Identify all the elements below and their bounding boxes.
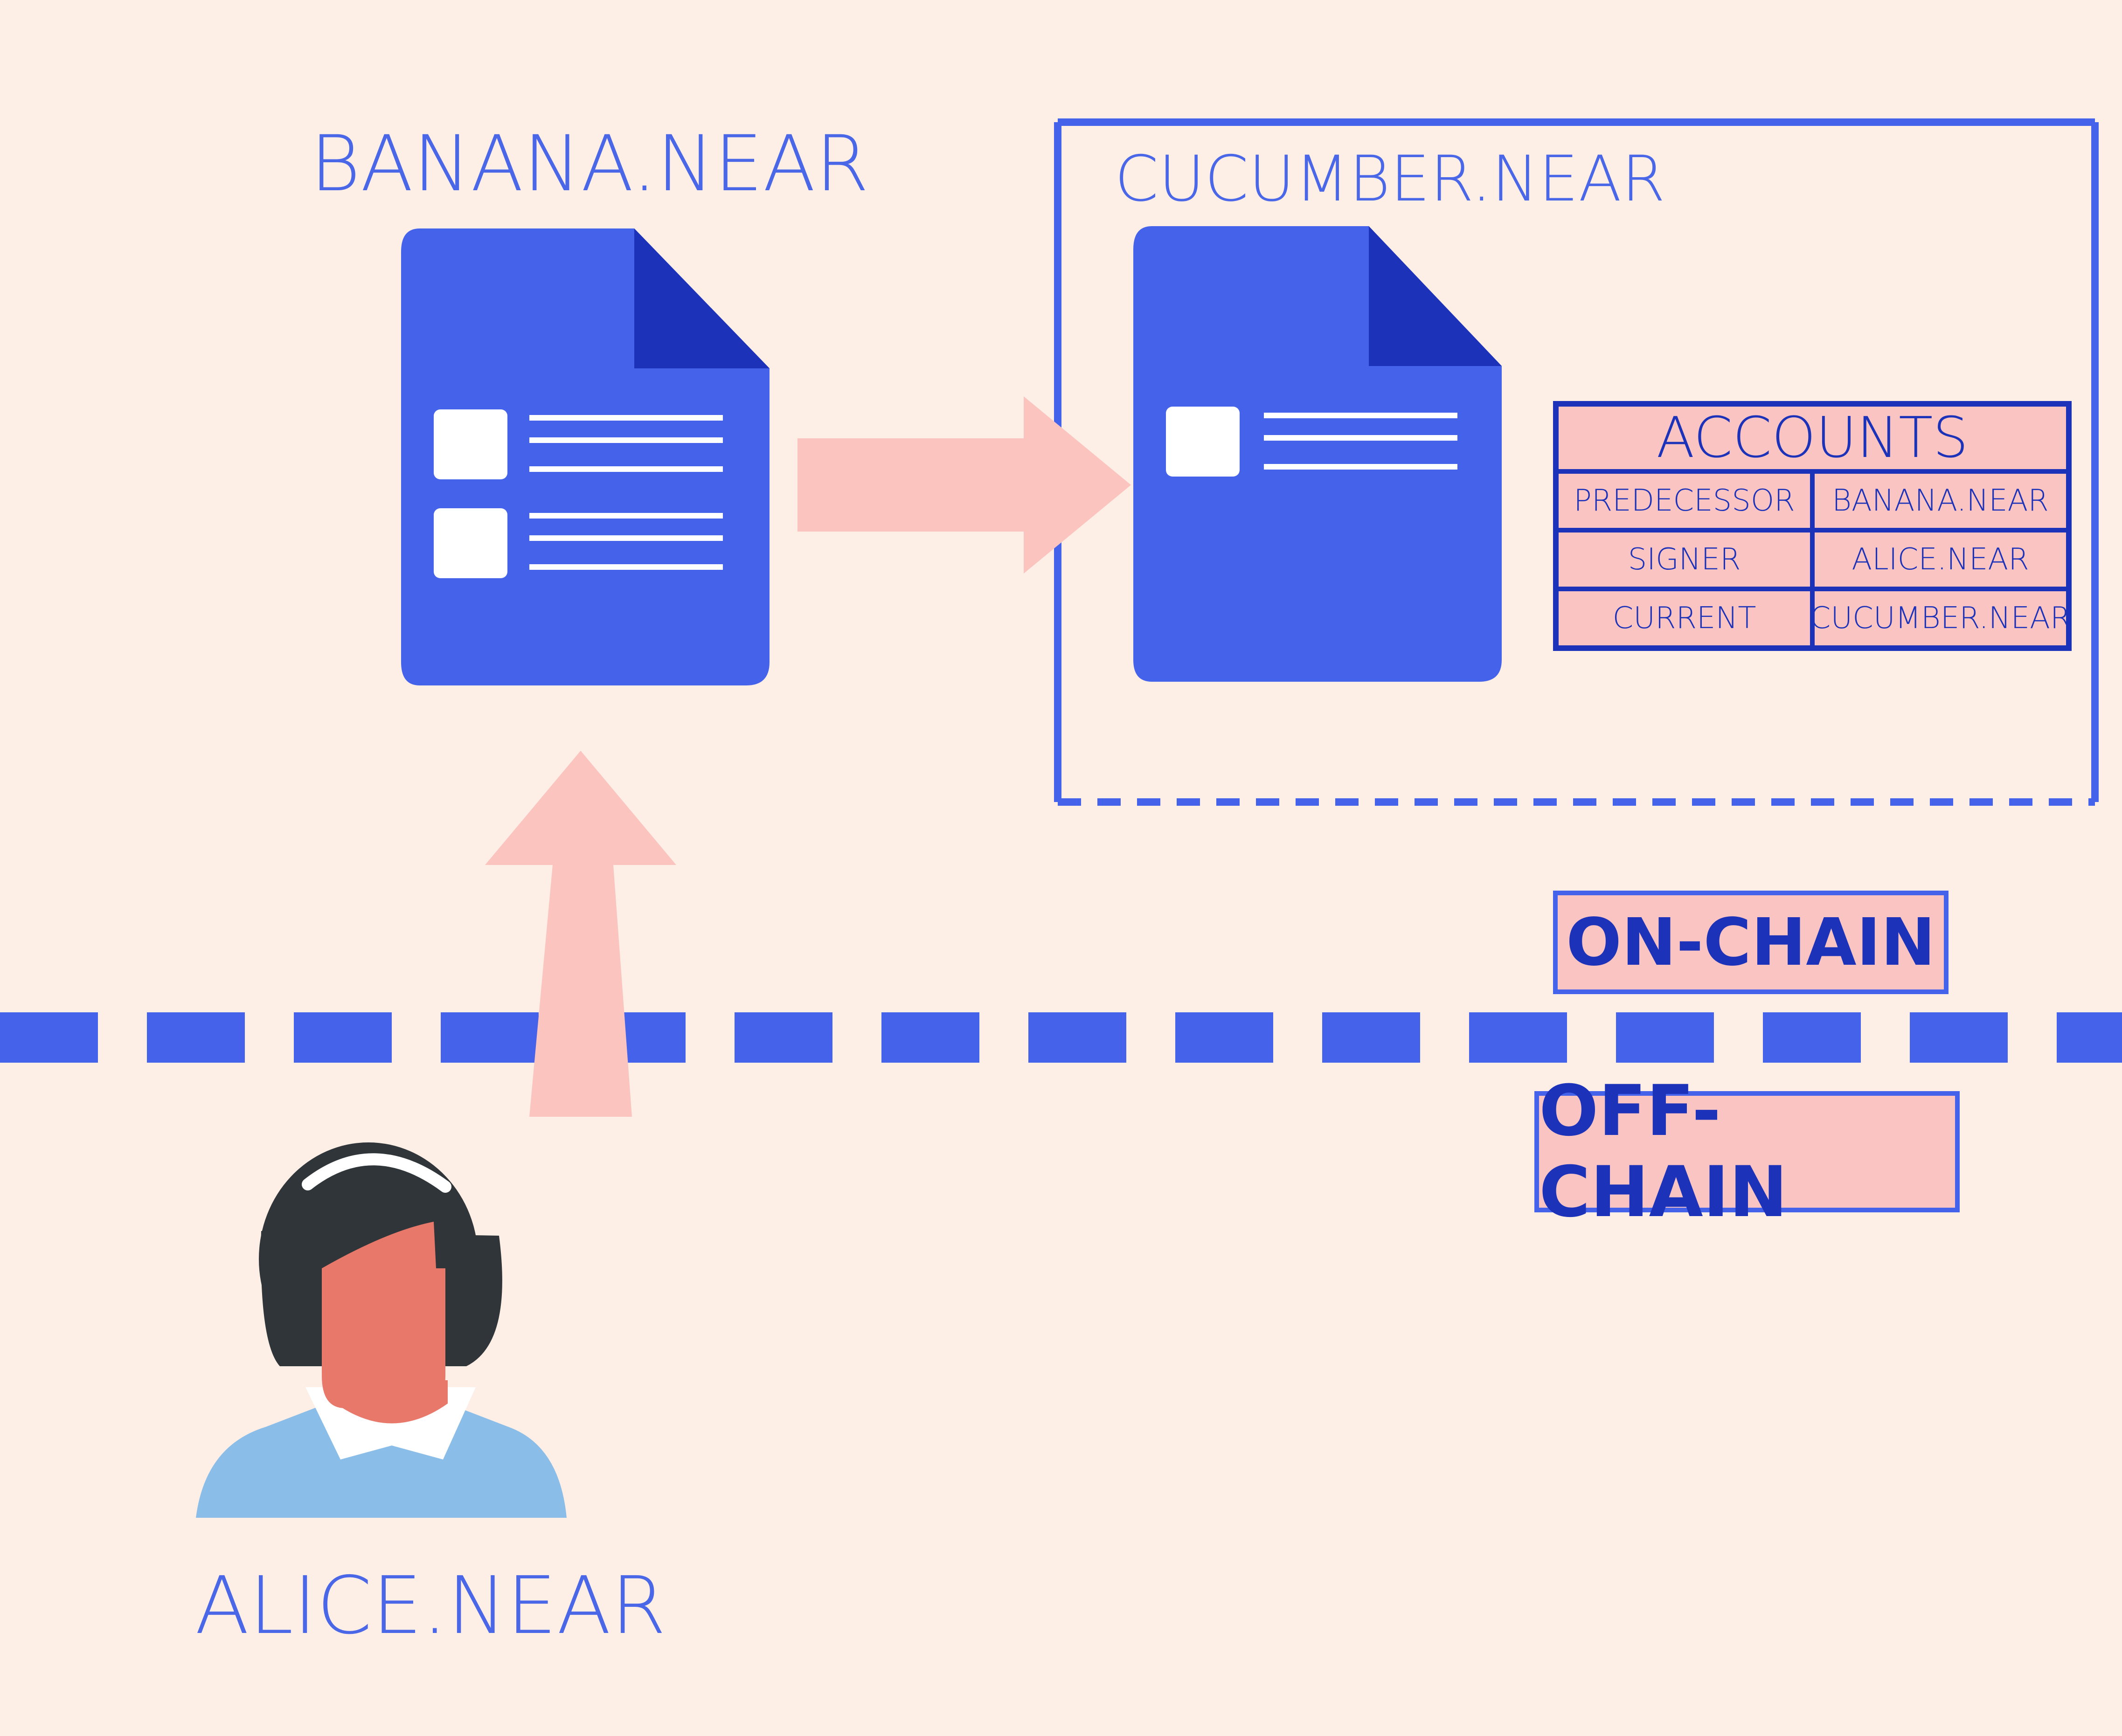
cucumber-account-label: CUCUMBER.NEAR [1115,142,1665,215]
table-cell-account: CUCUMBER.NEAR [1815,591,2066,645]
table-cell-role: CURRENT [1559,591,1810,645]
contract-document-icon [401,228,770,685]
off-chain-badge: OFF-CHAIN [1534,1071,1960,1233]
accounts-table: ACCOUNTS PREDECESSOR BANANA.NEAR SIGNER … [1553,401,2072,651]
accounts-table-title: ACCOUNTS [1559,407,2066,469]
arrow-alice-to-banana [485,751,676,1117]
banana-account-label: BANANA.NEAR [310,119,869,208]
cucumber-container [1054,118,2099,806]
arrow-banana-to-cucumber [797,396,1131,574]
table-cell-role: SIGNER [1559,533,1810,587]
table-cell-role: PREDECESSOR [1559,474,1810,528]
contract-document-icon [1133,226,1502,682]
alice-account-label: ALICE.NEAR [195,1560,666,1652]
table-cell-account: ALICE.NEAR [1815,533,2066,587]
on-chain-badge: ON-CHAIN [1553,891,1949,994]
table-cell-account: BANANA.NEAR [1815,474,2066,528]
person-avatar-icon [196,1142,567,1518]
